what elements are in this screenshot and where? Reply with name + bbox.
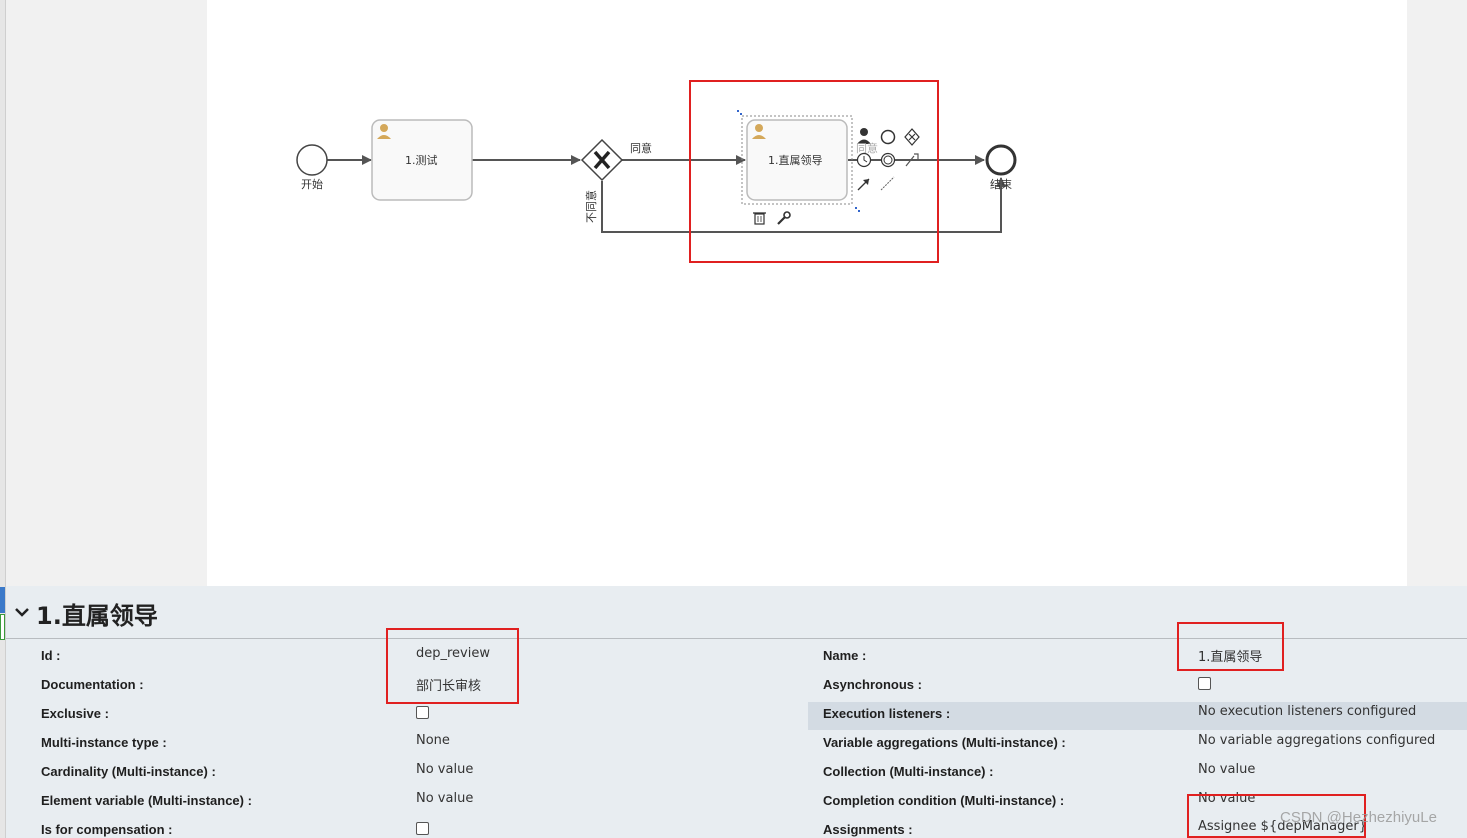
resize-handle-icon[interactable]	[737, 110, 742, 115]
prop-label-is-for-compensation: Is for compensation :	[41, 822, 173, 837]
prop-label-collection: Collection (Multi-instance) :	[823, 764, 994, 779]
add-intermediate-event-icon[interactable]	[880, 152, 896, 168]
highlight-box-task	[689, 80, 939, 263]
flow-disagree[interactable]	[601, 177, 1006, 233]
exclusive-checkbox[interactable]	[416, 706, 429, 719]
prop-label-documentation: Documentation :	[41, 677, 144, 692]
watermark: CSDN @HezhezhiyuLe	[1280, 809, 1437, 826]
properties-header: 1.直属领导	[6, 586, 1467, 639]
wrench-icon[interactable]	[777, 211, 791, 225]
user-task-icon	[377, 124, 391, 139]
left-panel-edge	[0, 0, 6, 838]
prop-label-cardinality: Cardinality (Multi-instance) :	[41, 764, 216, 779]
prop-value-execution-listeners[interactable]: No execution listeners configured	[1198, 704, 1417, 719]
connect-association-icon[interactable]	[880, 176, 895, 191]
asynchronous-checkbox[interactable]	[1198, 677, 1211, 690]
left-tab-marker-alt[interactable]	[0, 614, 5, 640]
task-selection-outline	[741, 115, 853, 205]
highlight-box-assignments	[1187, 794, 1366, 838]
prop-label-asynchronous: Asynchronous :	[823, 677, 922, 692]
start-event[interactable]	[296, 144, 328, 176]
add-end-event-icon[interactable]	[880, 129, 896, 145]
resize-handle-icon[interactable]	[855, 207, 860, 212]
prop-value-name[interactable]: 1.直属领导	[1198, 650, 1263, 665]
process-diagram[interactable]: 开始 1.测试 同意 不同意 1.直属领导	[207, 0, 1407, 586]
left-tab-marker[interactable]	[0, 587, 5, 613]
prop-label-id: Id :	[41, 648, 61, 663]
properties-panel: 1.直属领导 Id : dep_review Documentation : 部…	[6, 586, 1467, 838]
highlight-box-name	[1177, 622, 1284, 671]
connect-sequence-flow-icon[interactable]	[857, 178, 870, 191]
row-highlight	[808, 702, 1467, 730]
overlay-agree-label: 同意	[856, 141, 878, 155]
prop-value-assignments[interactable]: Assignee ${depManager}	[1198, 819, 1367, 834]
add-text-annotation-icon[interactable]	[905, 153, 919, 167]
prop-label-name: Name :	[823, 648, 867, 663]
prop-value-cardinality[interactable]: No value	[416, 762, 474, 777]
prop-value-multi-instance-type[interactable]: None	[416, 733, 450, 748]
chevron-down-icon[interactable]	[14, 604, 30, 620]
add-gateway-icon[interactable]	[904, 128, 920, 146]
prop-label-exclusive: Exclusive :	[41, 706, 109, 721]
start-event-label: 开始	[301, 177, 323, 191]
add-user-task-icon[interactable]	[857, 128, 871, 144]
task-test-label: 1.测试	[405, 154, 438, 167]
gateway-agree-label: 同意	[630, 141, 652, 155]
prop-label-element-variable: Element variable (Multi-instance) :	[41, 793, 252, 808]
gateway-disagree-label: 不同意	[584, 190, 598, 223]
prop-value-collection[interactable]: No value	[1198, 762, 1256, 777]
gateway-x-icon	[593, 150, 611, 170]
prop-label-multi-instance-type: Multi-instance type :	[41, 735, 167, 750]
prop-value-documentation[interactable]: 部门长审核	[416, 679, 482, 694]
task-test[interactable]	[371, 119, 473, 201]
task-manager[interactable]	[746, 119, 848, 201]
properties-title: 1.直属领导	[36, 602, 158, 630]
prop-label-variable-aggregations: Variable aggregations (Multi-instance) :	[823, 735, 1066, 750]
prop-value-element-variable[interactable]: No value	[416, 791, 474, 806]
end-event[interactable]	[985, 144, 1017, 176]
user-task-icon	[752, 124, 766, 139]
prop-value-variable-aggregations[interactable]: No variable aggregations configured	[1198, 733, 1436, 748]
prop-label-execution-listeners: Execution listeners :	[823, 706, 951, 721]
task-manager-label: 1.直属领导	[768, 153, 823, 167]
bpmn-canvas[interactable]: 开始 1.测试 同意 不同意 1.直属领导	[207, 0, 1407, 586]
prop-label-assignments: Assignments :	[823, 822, 913, 837]
is-for-compensation-checkbox[interactable]	[416, 822, 429, 835]
prop-value-id[interactable]: dep_review	[416, 646, 490, 661]
prop-label-completion-condition: Completion condition (Multi-instance) :	[823, 793, 1065, 808]
delete-icon[interactable]	[753, 212, 766, 225]
highlight-box-id-documentation	[386, 628, 519, 704]
end-event-label: 结束	[990, 178, 1012, 191]
add-timer-event-icon[interactable]	[856, 152, 872, 168]
